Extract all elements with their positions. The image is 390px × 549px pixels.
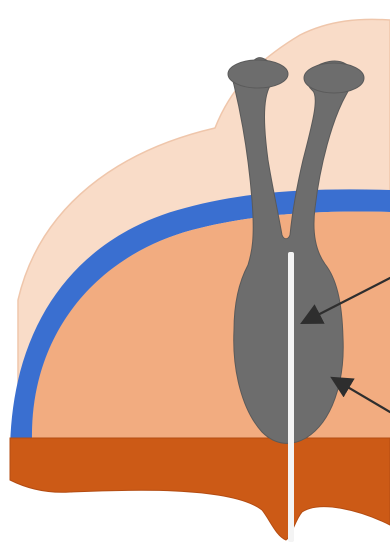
device-right-paddle xyxy=(304,63,364,93)
brown-base xyxy=(10,438,390,540)
device-left-paddle xyxy=(228,60,288,88)
center-white-line xyxy=(288,252,294,542)
